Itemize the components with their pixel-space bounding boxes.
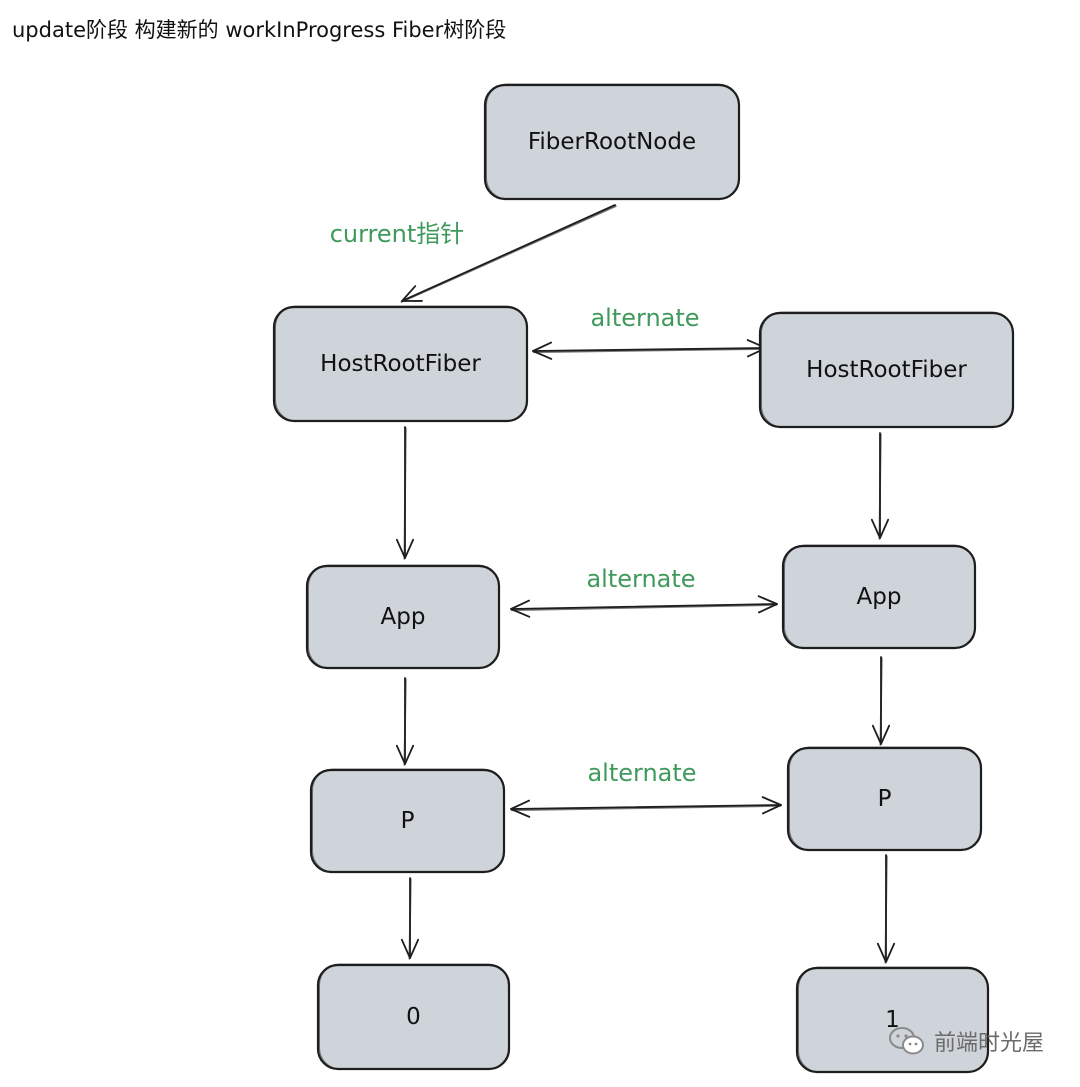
arrowhead-end bbox=[395, 744, 415, 765]
edge-label: alternate bbox=[586, 565, 695, 593]
edge-labels-layer: current指针 alternate alternate alternate bbox=[330, 220, 700, 787]
child-edge bbox=[400, 877, 420, 960]
node-label: FiberRootNode bbox=[528, 129, 696, 155]
node-label: P bbox=[878, 786, 892, 812]
arrowhead-end bbox=[761, 796, 782, 815]
edge-label: alternate bbox=[590, 304, 699, 332]
edge-line-sketch bbox=[408, 878, 412, 960]
node-pL: P bbox=[309, 768, 506, 874]
edge-line-sketch bbox=[878, 433, 882, 540]
edge-line-sketch bbox=[532, 347, 767, 354]
child-edge bbox=[400, 204, 617, 303]
node-box-sketch bbox=[486, 83, 739, 200]
alternate-edge bbox=[532, 339, 767, 360]
alternate-edge bbox=[510, 796, 782, 818]
edge-line-sketch bbox=[403, 678, 407, 766]
node-box-sketch bbox=[761, 311, 1013, 428]
arrowhead-end bbox=[757, 595, 778, 614]
node-oneR: 1 bbox=[795, 966, 990, 1074]
arrowhead-end bbox=[871, 724, 891, 745]
node-label: HostRootFiber bbox=[320, 351, 481, 377]
edge-line-sketch bbox=[510, 604, 778, 612]
arrowhead-start bbox=[510, 799, 531, 818]
edge-line-sketch bbox=[403, 427, 407, 560]
alternate-edge bbox=[510, 595, 778, 618]
watermark-text: 前端时光屋 bbox=[933, 1031, 1044, 1056]
edge-line bbox=[510, 804, 782, 810]
child-edge bbox=[395, 677, 415, 766]
edge-label: alternate bbox=[587, 759, 696, 787]
node-pR: P bbox=[786, 746, 983, 852]
edge-line bbox=[510, 603, 778, 610]
node-box-sketch bbox=[308, 564, 499, 669]
node-hostR: HostRootFiber bbox=[758, 311, 1015, 429]
arrowhead-start bbox=[532, 341, 553, 360]
arrowhead-end bbox=[401, 285, 423, 302]
child-edge bbox=[876, 854, 896, 964]
wechat-icon bbox=[888, 1027, 924, 1055]
node-appL: App bbox=[305, 564, 501, 670]
node-box-sketch bbox=[798, 966, 988, 1073]
node-box-sketch bbox=[789, 746, 981, 851]
edge-line-sketch bbox=[884, 855, 888, 964]
child-edge bbox=[870, 432, 890, 540]
arrowhead-end bbox=[870, 518, 890, 539]
child-edge bbox=[871, 656, 891, 746]
node-label: App bbox=[857, 584, 902, 610]
arrowhead-end bbox=[395, 538, 415, 559]
arrowhead-start bbox=[510, 599, 531, 618]
node-label: App bbox=[381, 604, 426, 630]
child-edge bbox=[395, 426, 415, 560]
node-box-sketch bbox=[319, 963, 509, 1070]
node-zeroL: 0 bbox=[316, 963, 511, 1071]
node-label: 1 bbox=[885, 1007, 900, 1033]
arrowhead-end bbox=[400, 938, 420, 959]
edge-line-sketch bbox=[879, 657, 883, 746]
diagram-title: update阶段 构建新的 workInProgress Fiber树阶段 bbox=[12, 18, 507, 42]
node-root: FiberRootNode bbox=[483, 83, 741, 201]
edge-label: current指针 bbox=[330, 220, 465, 248]
node-label: 0 bbox=[406, 1004, 421, 1030]
node-hostL: HostRootFiber bbox=[272, 305, 529, 423]
edge-line-sketch bbox=[510, 805, 782, 812]
node-box-sketch bbox=[784, 544, 975, 649]
node-appR: App bbox=[781, 544, 977, 650]
node-label: HostRootFiber bbox=[806, 357, 967, 383]
arrowhead-end bbox=[876, 942, 896, 963]
node-label: P bbox=[401, 808, 415, 834]
watermark: 前端时光屋 bbox=[888, 1025, 1044, 1057]
node-box-sketch bbox=[275, 305, 527, 422]
node-box-sketch bbox=[312, 768, 504, 873]
edge-line bbox=[532, 347, 767, 352]
edge-line-sketch bbox=[400, 205, 617, 303]
edges-layer bbox=[395, 204, 896, 964]
